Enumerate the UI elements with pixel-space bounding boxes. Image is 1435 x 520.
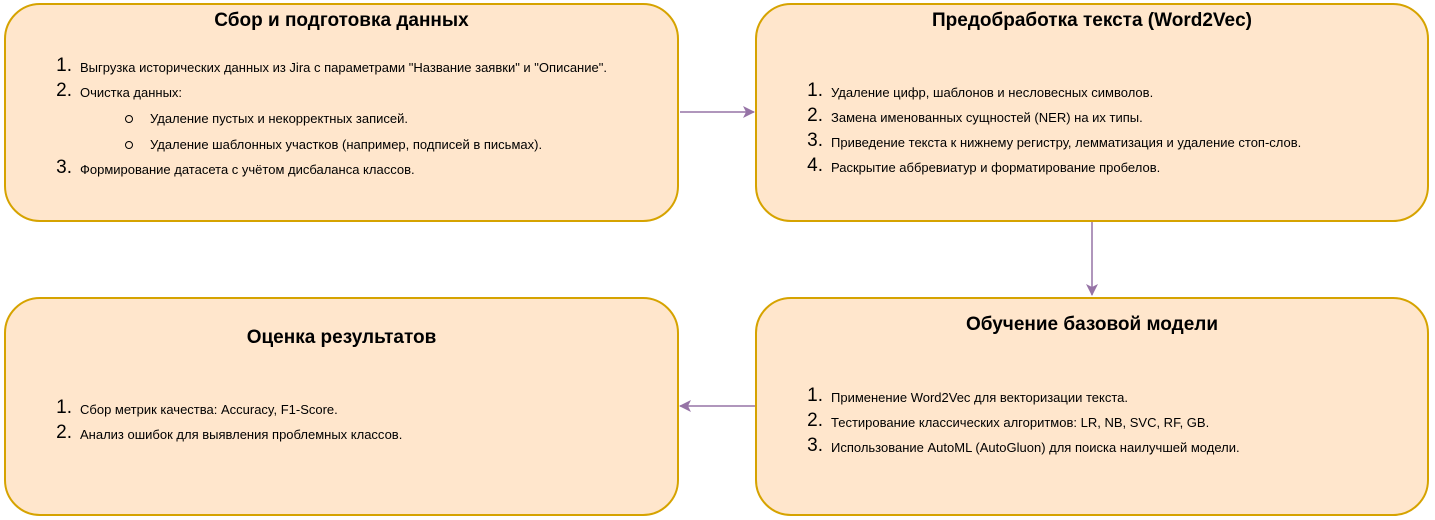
sub-item-text: Удаление пустых и некорректных записей. <box>150 111 409 126</box>
step-train-title: Обучение базовой модели <box>965 314 1219 335</box>
step-evaluate-list: 1. Сбор метрик качества: Accuracy, F1-Sc… <box>56 398 667 444</box>
item-text: Приведение текста к нижнему регистру, ле… <box>831 135 1302 150</box>
item-number: 1. <box>56 397 72 418</box>
list-item: 1. Удаление цифр, шаблонов и несловесных… <box>807 81 1417 102</box>
step-evaluate-box: Оценка результатов 1. Сбор метрик качест… <box>4 297 679 516</box>
item-number: 2. <box>56 422 72 443</box>
item-text: Замена именованных сущностей (NER) на их… <box>831 110 1143 125</box>
list-item: 3. Использование AutoML (AutoGluon) для … <box>807 436 1417 457</box>
list-item: 3. Приведение текста к нижнему регистру,… <box>807 131 1417 152</box>
item-number: 2. <box>807 410 823 431</box>
sub-list-item: Удаление пустых и некорректных записей. <box>80 110 667 128</box>
list-item: 3. Формирование датасета с учётом дисбал… <box>56 158 667 179</box>
item-text: Удаление цифр, шаблонов и несловесных си… <box>831 85 1154 100</box>
item-number: 3. <box>807 130 823 151</box>
item-text: Тестирование классических алгоритмов: LR… <box>831 415 1210 430</box>
list-item: 4. Раскрытие аббревиатур и форматировани… <box>807 156 1417 177</box>
item-text: Сбор метрик качества: Accuracy, F1-Score… <box>80 402 338 417</box>
item-number: 2. <box>56 80 72 101</box>
list-item: 2. Анализ ошибок для выявления проблемны… <box>56 423 667 444</box>
step-preprocess-title: Предобработка текста (Word2Vec) <box>932 10 1252 31</box>
step-evaluate-title: Оценка результатов <box>246 327 437 348</box>
item-text: Очистка данных: <box>80 85 183 100</box>
item-number: 1. <box>807 80 823 101</box>
step-collect-list: 1. Выгрузка исторических данных из Jira … <box>56 56 667 179</box>
item-text: Формирование датасета с учётом дисбаланс… <box>80 162 415 177</box>
step-preprocess-box: Предобработка текста (Word2Vec) 1. Удале… <box>755 3 1429 222</box>
item-text: Выгрузка исторических данных из Jira с п… <box>80 60 607 75</box>
item-number: 3. <box>56 157 72 178</box>
sub-list-item: Удаление шаблонных участков (например, п… <box>80 136 667 154</box>
item-number: 4. <box>807 155 823 176</box>
item-text: Применение Word2Vec для векторизации тек… <box>831 390 1129 405</box>
list-item: 1. Выгрузка исторических данных из Jira … <box>56 56 667 77</box>
list-item: 2. Замена именованных сущностей (NER) на… <box>807 106 1417 127</box>
item-number: 2. <box>807 105 823 126</box>
step-train-box: Обучение базовой модели 1. Применение Wo… <box>755 297 1429 516</box>
item-number: 1. <box>807 385 823 406</box>
item-text: Раскрытие аббревиатур и форматирование п… <box>831 160 1161 175</box>
sub-list: Удаление пустых и некорректных записей. … <box>80 110 667 154</box>
list-item: 1. Применение Word2Vec для векторизации … <box>807 386 1417 407</box>
step-train-list: 1. Применение Word2Vec для векторизации … <box>807 386 1417 457</box>
item-number: 3. <box>807 435 823 456</box>
item-number: 1. <box>56 55 72 76</box>
item-text: Анализ ошибок для выявления проблемных к… <box>80 427 403 442</box>
list-item: 2. Очистка данных: Удаление пустых и нек… <box>56 81 667 154</box>
bullet-icon <box>125 115 133 123</box>
list-item: 2. Тестирование классических алгоритмов:… <box>807 411 1417 432</box>
step-collect-box: Сбор и подготовка данных 1. Выгрузка ист… <box>4 3 679 222</box>
step-preprocess-list: 1. Удаление цифр, шаблонов и несловесных… <box>807 81 1417 177</box>
item-text: Использование AutoML (AutoGluon) для пои… <box>831 440 1240 455</box>
list-item: 1. Сбор метрик качества: Accuracy, F1-Sc… <box>56 398 667 419</box>
step-collect-title: Сбор и подготовка данных <box>214 10 469 31</box>
bullet-icon <box>125 141 133 149</box>
sub-item-text: Удаление шаблонных участков (например, п… <box>150 137 543 152</box>
